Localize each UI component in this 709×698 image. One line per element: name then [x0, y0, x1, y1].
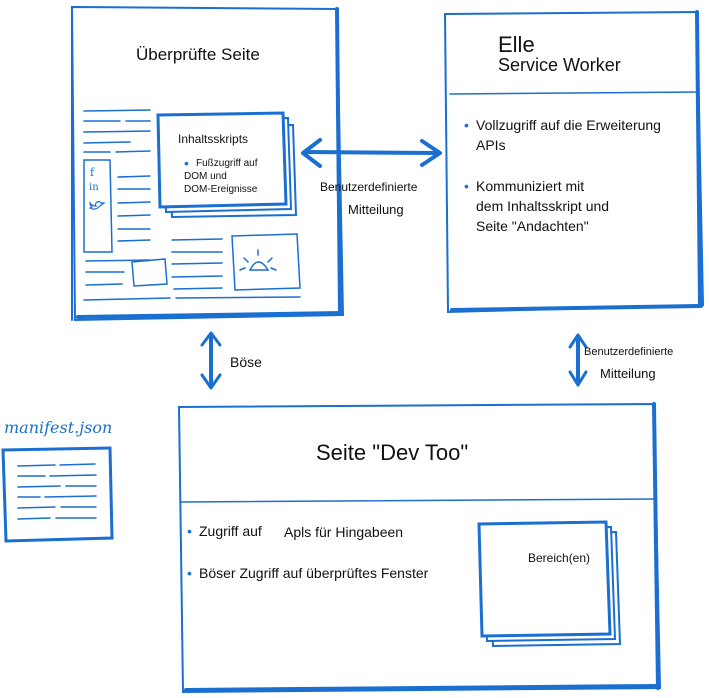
service-worker-bullet1-line1: Vollzugriff auf die Erweiterung [464, 115, 661, 135]
service-worker-bullet2-line2: dem Inhaltsskript und [476, 198, 610, 214]
horizontal-arrow-label-line1: Benutzerdefinierte [320, 180, 418, 194]
facebook-icon: f [90, 166, 95, 179]
left-vertical-arrow [200, 331, 222, 390]
inspected-page-title: Überprüfte Seite [136, 45, 260, 64]
horizontal-double-arrow [301, 138, 442, 168]
twitter-icon [89, 200, 105, 210]
panels-card [477, 520, 622, 648]
linkedin-icon: in [89, 182, 99, 193]
devtools-bullet1-part-b: Apls für Hingabeen [284, 524, 404, 540]
content-scripts-bullet-line3: DOM-Ereignisse [184, 184, 258, 195]
content-scripts-bullet-line2: DOM und [184, 171, 227, 182]
content-scripts-bullet-line1: Fußzugriff auf [184, 157, 257, 170]
devtools-bullet1-part-a: Zugriff auf [187, 521, 262, 541]
service-worker-box [443, 10, 705, 314]
inspected-page-box [70, 5, 345, 322]
devtools-bullet2: Böser Zugriff auf überprüftes Fenster [187, 563, 428, 583]
right-arrow-label-line2: Mitteilung [600, 366, 656, 381]
right-arrow-label-line1: Benutzerdefinierte [584, 346, 674, 358]
panels-label: Bereich(en) [528, 551, 591, 565]
content-scripts-title: Inhaltsskripts [178, 132, 249, 146]
devtools-page-title: Seite "Dev Too" [316, 440, 469, 465]
service-worker-title-line2: Service Worker [498, 55, 621, 75]
devtools-box [177, 402, 662, 694]
right-vertical-arrow [568, 333, 588, 387]
service-worker-bullet1-line2: APIs [476, 137, 506, 153]
manifest-document [1, 446, 114, 543]
manifest-label: manifest.json [4, 418, 113, 437]
service-worker-title-line1: Elle [498, 32, 535, 57]
horizontal-arrow-label-line2: Mitteilung [348, 202, 404, 217]
service-worker-bullet2-line3: Seite "Andachten" [476, 218, 589, 234]
left-arrow-label: Böse [230, 354, 262, 370]
service-worker-bullet2-line1: Kommuniziert mit [464, 176, 584, 196]
